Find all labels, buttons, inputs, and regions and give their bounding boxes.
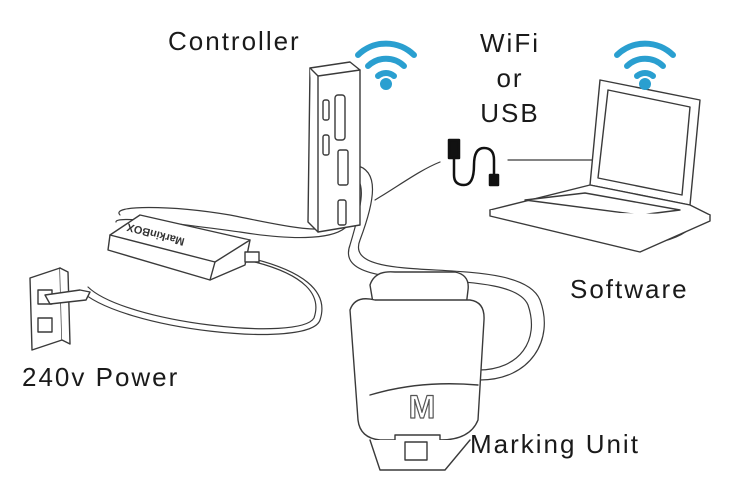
wall-outlet (29, 267, 91, 351)
connection-label-wifi: WiFi (480, 28, 540, 58)
connection-label: WiFi or USB (470, 26, 550, 131)
usb-cable-icon (447, 138, 500, 187)
marking-unit-label: Marking Unit (470, 429, 640, 459)
laptop-device (489, 79, 711, 253)
controller-label: Controller (168, 26, 301, 56)
connection-label-or: or (496, 63, 524, 93)
power-label: 240v Power (22, 362, 180, 392)
software-label: Software (570, 274, 689, 304)
controller-device (307, 61, 361, 233)
connection-label-usb: USB (480, 98, 540, 128)
mains-cable (79, 257, 323, 335)
wifi-icon (614, 40, 676, 90)
marking-unit-logo: M (409, 389, 436, 425)
marking-unit-cable (354, 164, 545, 381)
power-supply-device: MarkinBOX (107, 214, 260, 281)
wifi-icon (355, 40, 417, 90)
usb-cable-left (374, 161, 441, 201)
marking-unit-device: M (349, 271, 485, 471)
